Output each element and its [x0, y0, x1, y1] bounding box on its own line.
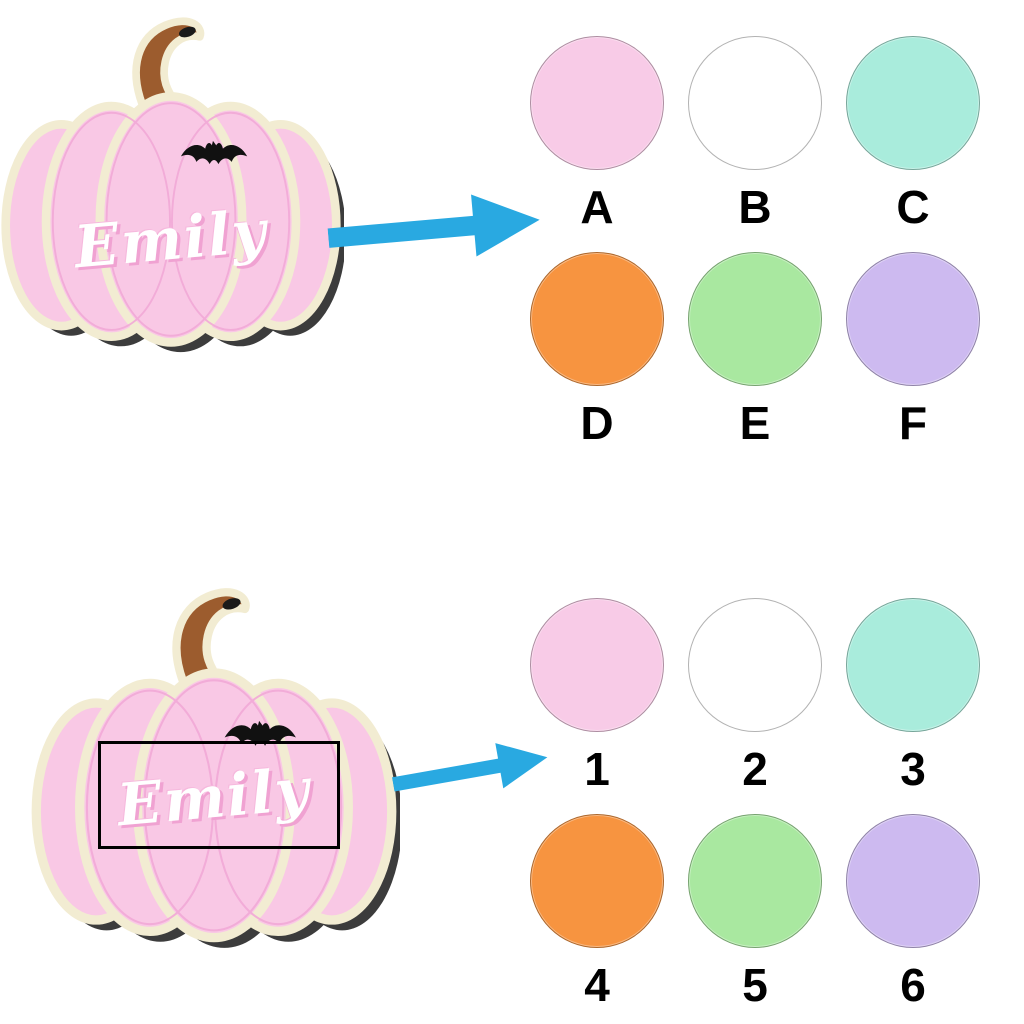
color-swatch — [530, 598, 664, 732]
color-swatch — [530, 814, 664, 948]
pumpkin-sign-photo: Emily — [0, 8, 344, 380]
color-option-3: 3 — [844, 598, 982, 792]
swatch-row: D E F — [528, 252, 982, 446]
stem-tip — [222, 598, 241, 610]
color-swatch-label: D — [580, 397, 614, 449]
color-swatch-label: B — [738, 181, 772, 233]
pumpkin-stem — [172, 588, 250, 686]
color-swatch-label: 3 — [900, 743, 926, 795]
name-color-grid: 1 2 3 4 5 — [528, 598, 982, 1008]
color-swatch-label: 6 — [900, 959, 926, 1011]
pointer-arrow-icon — [391, 743, 548, 792]
swatch-row: 4 5 6 — [528, 814, 982, 1008]
color-option-6: 6 — [844, 814, 982, 1008]
color-option-b: B — [686, 36, 824, 230]
pumpkin-stem — [132, 17, 205, 108]
color-swatch — [846, 598, 980, 732]
color-option-f: F — [844, 252, 982, 446]
color-swatch-label: 2 — [742, 743, 768, 795]
color-swatch-label: C — [896, 181, 930, 233]
swatch-row: A B C — [528, 36, 982, 230]
color-swatch — [688, 814, 822, 948]
pumpkin-illustration — [31, 588, 400, 948]
color-swatch — [846, 814, 980, 948]
pumpkin-seams — [85, 679, 343, 932]
color-swatch-label: F — [898, 397, 928, 449]
color-option-d: D — [528, 252, 666, 446]
pumpkin-illustration — [1, 17, 344, 353]
color-option-a: A — [528, 36, 666, 230]
color-option-1: 1 — [528, 598, 666, 792]
base-color-grid: A B C D E — [528, 36, 982, 446]
color-swatch — [530, 252, 664, 386]
color-swatch-label: A — [580, 181, 614, 233]
pumpkin-sign-photo: Emily — [28, 578, 400, 950]
color-swatch-label: E — [739, 397, 771, 449]
color-swatch — [530, 36, 664, 170]
pointer-arrow-icon — [327, 194, 540, 257]
color-swatch — [846, 252, 980, 386]
color-swatch — [688, 252, 822, 386]
color-option-4: 4 — [528, 814, 666, 1008]
pumpkin-seams — [51, 102, 291, 337]
bat-icon — [180, 140, 248, 165]
color-swatch — [688, 36, 822, 170]
bat-icon — [224, 720, 296, 746]
swatch-row: 1 2 3 — [528, 598, 982, 792]
color-swatch-label: 5 — [742, 959, 768, 1011]
color-option-5: 5 — [686, 814, 824, 1008]
color-option-c: C — [844, 36, 982, 230]
stem-tip — [178, 26, 196, 38]
color-swatch — [846, 36, 980, 170]
color-swatch — [688, 598, 822, 732]
color-option-e: E — [686, 252, 824, 446]
color-swatch-label: 4 — [584, 959, 610, 1011]
color-swatch-label: 1 — [584, 743, 610, 795]
name-area-highlight-box — [98, 741, 340, 849]
color-option-2: 2 — [686, 598, 824, 792]
